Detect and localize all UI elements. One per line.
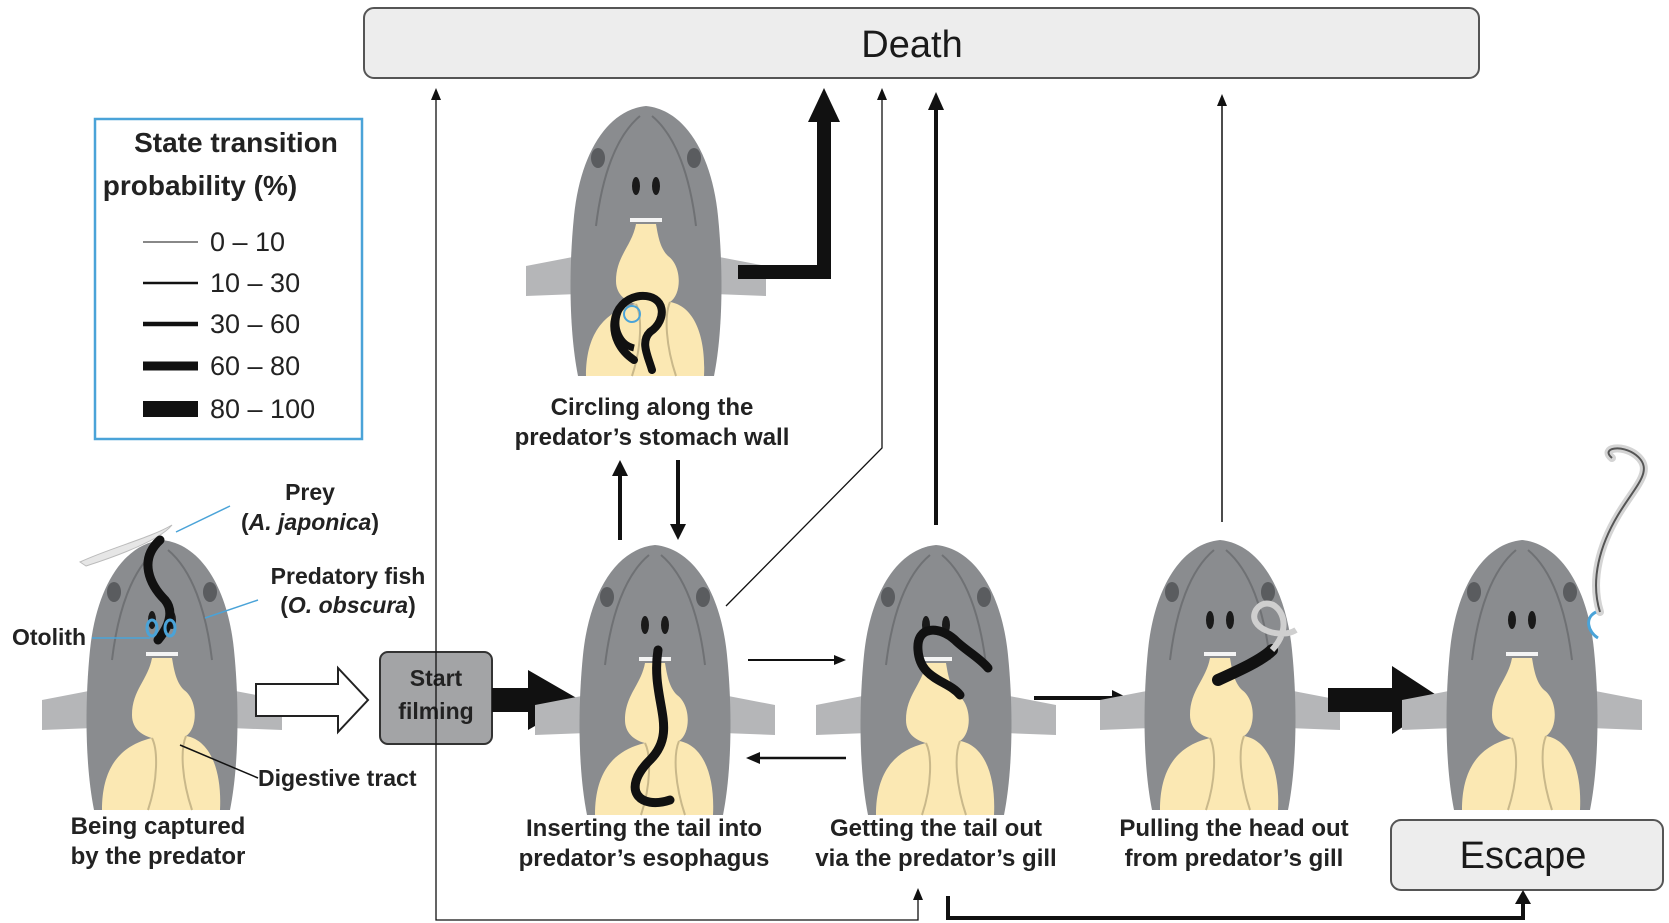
legend-title-line1: State transition bbox=[134, 127, 338, 158]
stage-tailout-line1: Getting the tail out bbox=[830, 815, 1042, 842]
death-label: Death bbox=[861, 24, 962, 66]
fish-head-out bbox=[1100, 540, 1340, 810]
legend-title-line2: probability (%) bbox=[103, 170, 297, 201]
death-state-box: Death bbox=[364, 8, 1479, 78]
legend: State transition probability (%) 0 – 10 … bbox=[95, 119, 362, 439]
stage-captured-line2: by the predator bbox=[71, 843, 246, 870]
fish-escaped bbox=[1402, 448, 1644, 810]
predator-species: O. obscura bbox=[288, 592, 408, 618]
digestive-tract-label: Digestive tract bbox=[258, 765, 417, 791]
escape-state-box: Escape bbox=[1391, 820, 1663, 890]
legend-range-4: 60 – 80 bbox=[210, 351, 300, 381]
legend-range-2: 10 – 30 bbox=[210, 268, 300, 298]
escape-label: Escape bbox=[1460, 835, 1587, 877]
stage-circling-line1: Circling along the bbox=[551, 394, 754, 421]
predator-species-label: (O. obscura) bbox=[280, 592, 416, 618]
otolith-label: Otolith bbox=[12, 624, 86, 650]
stage-captured-line1: Being captured bbox=[71, 813, 246, 840]
prey-species-label: (A. japonica) bbox=[241, 509, 379, 535]
fish-circling bbox=[526, 106, 766, 376]
stage-circling-line2: predator’s stomach wall bbox=[515, 424, 790, 451]
arrow-tailout-to-escape bbox=[948, 896, 1523, 918]
arrow-circling-to-death bbox=[738, 118, 824, 272]
predator-label: Predatory fish bbox=[271, 563, 426, 589]
stage-headout-line2: from predator’s gill bbox=[1125, 845, 1344, 872]
legend-range-1: 0 – 10 bbox=[210, 227, 285, 257]
stage-inserting-line2: predator’s esophagus bbox=[519, 845, 770, 872]
stage-headout-line1: Pulling the head out bbox=[1119, 815, 1348, 842]
fish-tail-out bbox=[816, 545, 1056, 815]
stage-tailout-line2: via the predator’s gill bbox=[815, 845, 1056, 872]
prey-label: Prey bbox=[285, 479, 335, 505]
fish-inserting bbox=[535, 545, 775, 815]
prey-species: A. japonica bbox=[248, 509, 372, 535]
legend-range-5: 80 – 100 bbox=[210, 394, 315, 424]
arrow-insert-to-death bbox=[726, 94, 882, 606]
legend-range-3: 30 – 60 bbox=[210, 309, 300, 339]
stage-inserting-line1: Inserting the tail into bbox=[526, 815, 762, 842]
fish-captured bbox=[42, 525, 282, 810]
